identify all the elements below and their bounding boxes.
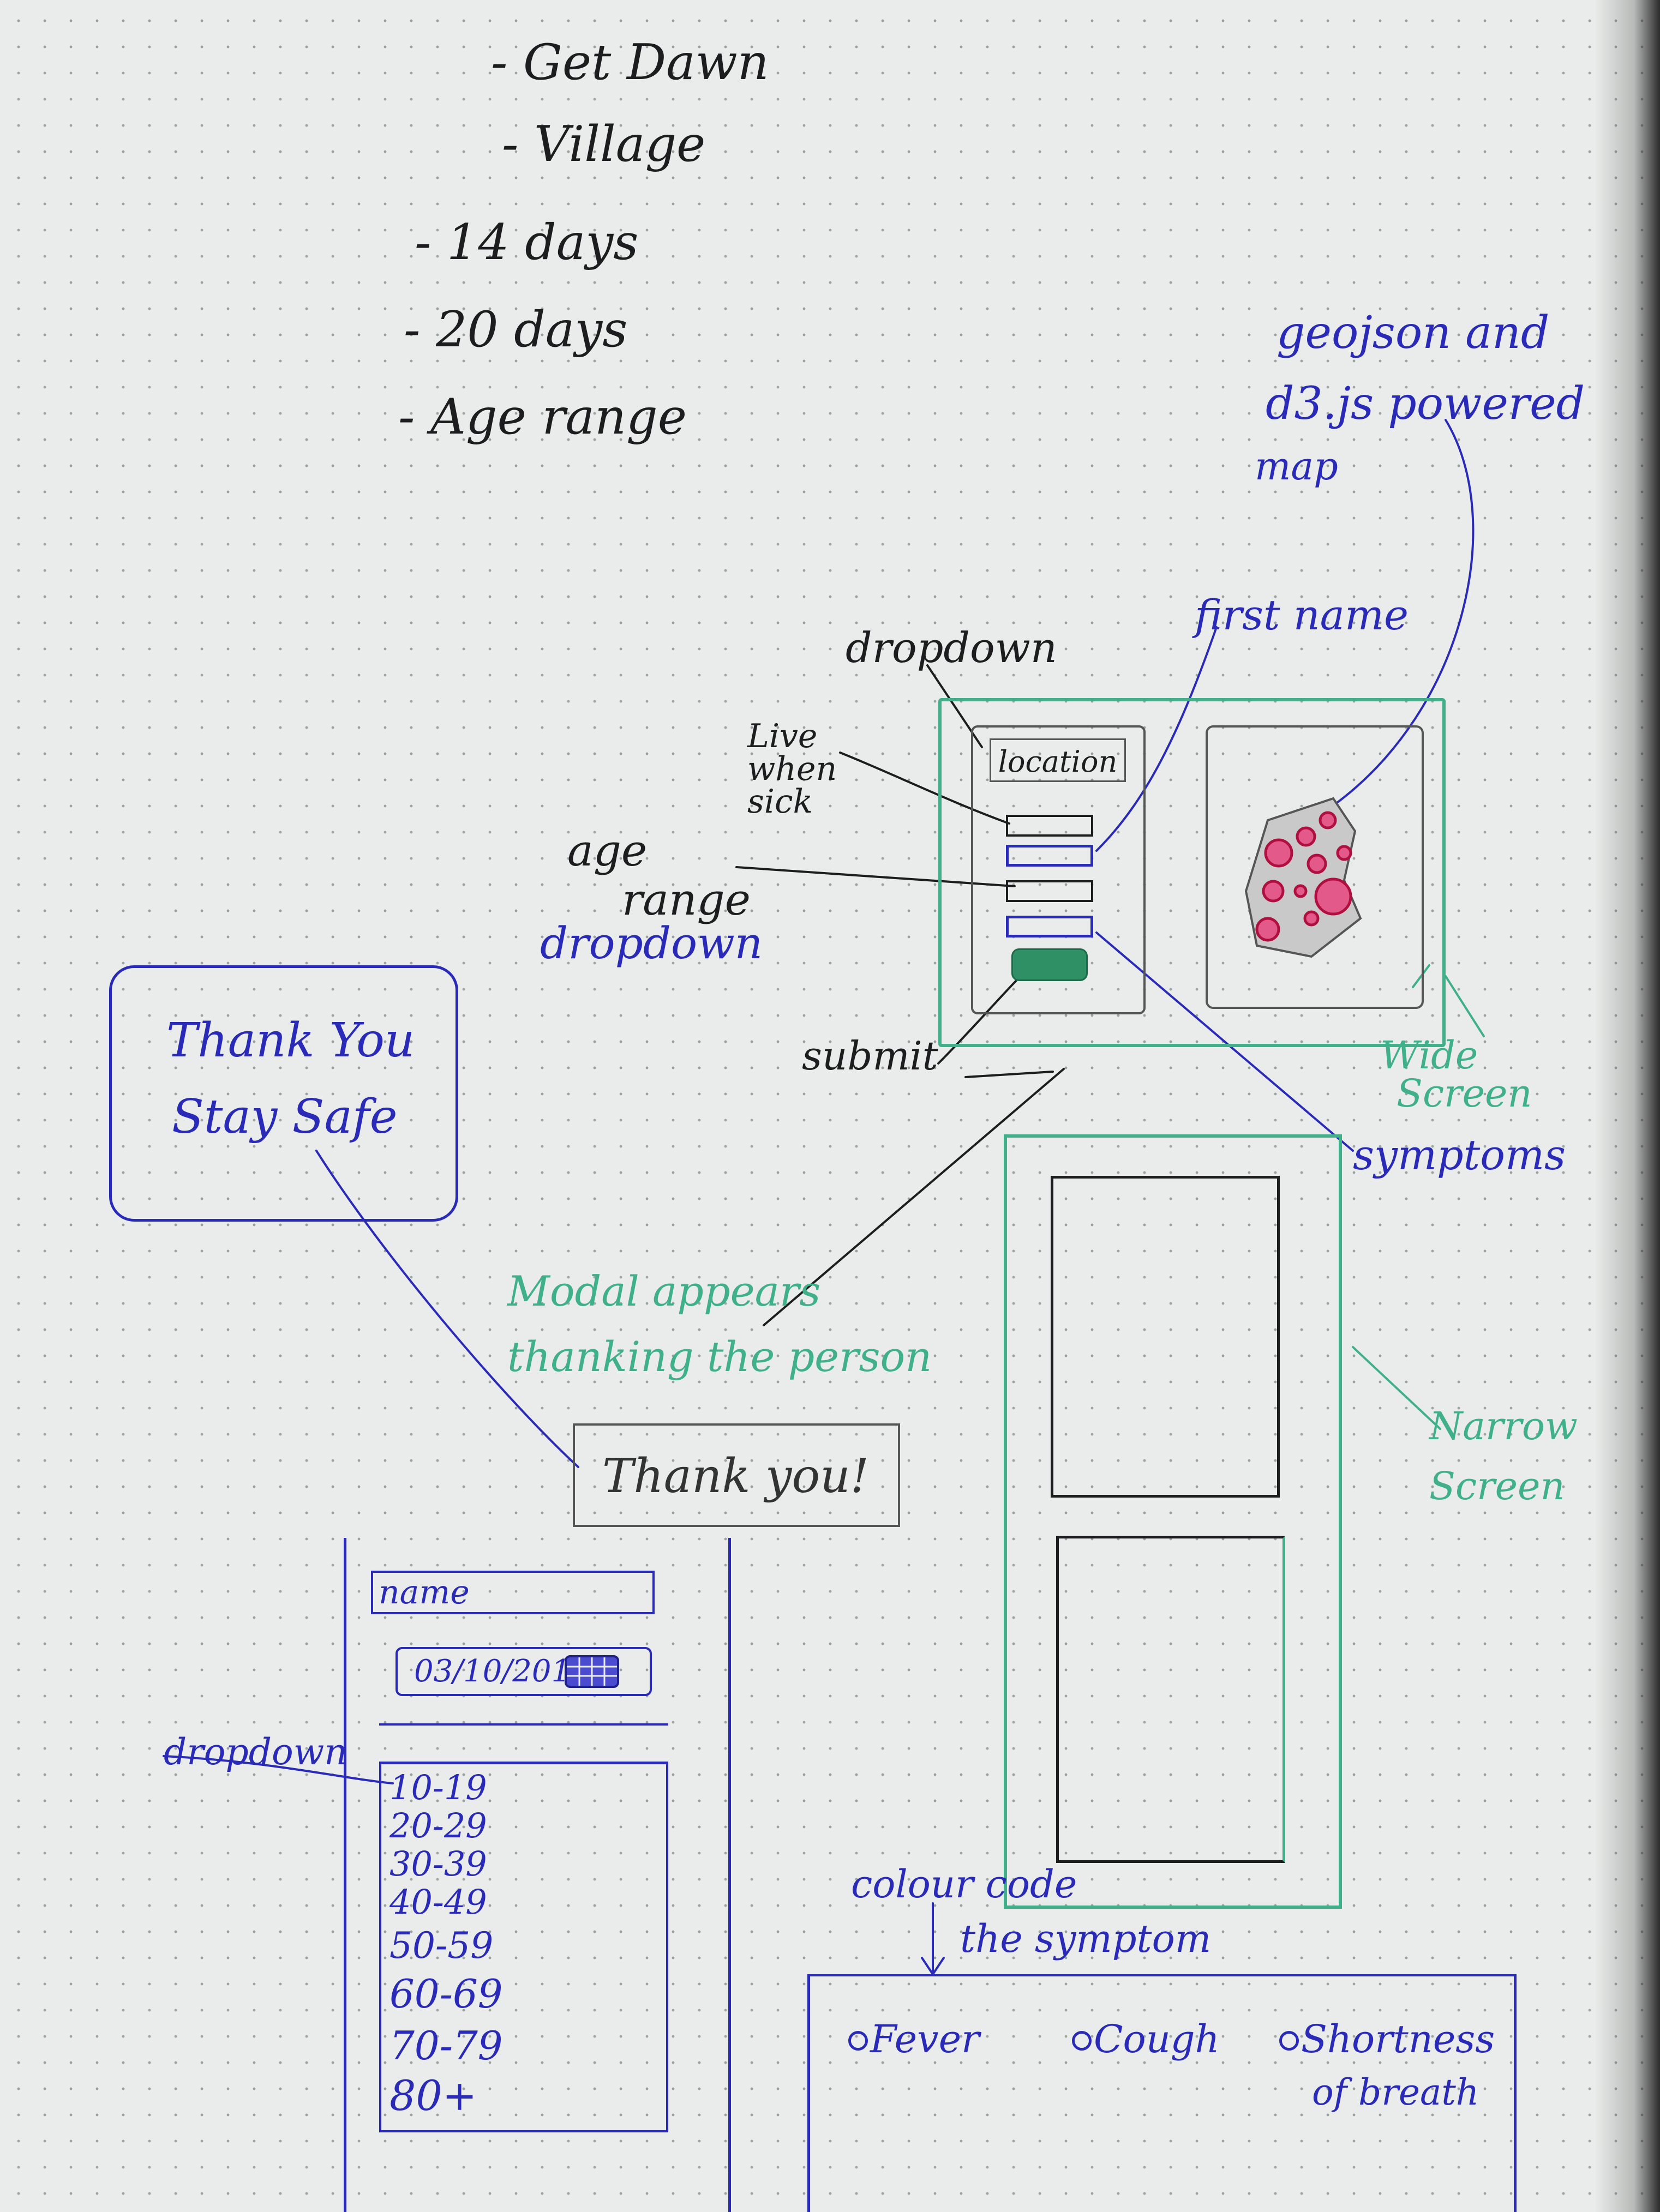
annotation-modal-2: thanking the person	[507, 1332, 932, 1381]
map-panel	[1206, 725, 1424, 1009]
list-item: - Village	[502, 116, 706, 173]
list-item: - Get Dawn	[491, 34, 769, 91]
age-range-dropdown[interactable]	[1006, 880, 1093, 902]
symptoms-field[interactable]	[1006, 916, 1093, 937]
thank-you-line: Thank You	[166, 1013, 415, 1068]
name-field[interactable]: name	[371, 1571, 655, 1614]
wide-form-panel: location	[971, 725, 1146, 1014]
annotation-dropdown: dropdown	[846, 623, 1057, 672]
narrow-map-panel	[1056, 1536, 1285, 1863]
age-option[interactable]: 80+	[389, 2071, 477, 2120]
annotation-dropdown-left: dropdown	[164, 1731, 347, 1773]
age-option[interactable]: 10-19	[389, 1768, 487, 1807]
thank-you-modal-label: Thank you!	[602, 1449, 870, 1504]
list-item: - 14 days	[415, 214, 639, 271]
annotation-first-name: first name	[1195, 591, 1409, 639]
annotation-wide-screen-1: Wide	[1380, 1033, 1478, 1078]
symptoms-checkbox-group: Fever Cough Shortness of breath	[807, 1974, 1517, 2212]
annotation-age-dropdown: dropdown	[540, 918, 763, 969]
annotation-colour-code-2: the symptom	[960, 1916, 1212, 1961]
narrow-screen-frame	[1004, 1134, 1342, 1909]
age-option[interactable]: 40-49	[389, 1882, 487, 1922]
page-edge-shadow	[1595, 0, 1660, 2212]
narrow-form-panel	[1051, 1176, 1280, 1498]
list-item: - Age range	[398, 388, 687, 446]
mobile-form-frame: name 03/10/2010 10-19 20-29 30-39 40-49 …	[344, 1538, 731, 2212]
calendar-grid	[567, 1657, 617, 1686]
live-when-sick-field[interactable]	[1006, 815, 1093, 837]
age-option[interactable]: 60-69	[389, 1971, 503, 2017]
annotation-modal-1: Modal appears	[507, 1267, 821, 1315]
annotation-narrow-screen-1: Narrow	[1429, 1404, 1578, 1448]
annotation-age: age	[567, 825, 648, 876]
shortness-of-breath-radio[interactable]	[1279, 2031, 1299, 2051]
age-option[interactable]: 50-59	[389, 1925, 494, 1967]
age-option[interactable]: 20-29	[389, 1806, 487, 1846]
submit-button[interactable]	[1011, 948, 1088, 981]
annotation-geojson-line1: geojson and	[1277, 307, 1550, 359]
annotation-live-when-sick-1: Live	[747, 717, 818, 755]
stay-safe-line: Stay Safe	[172, 1090, 398, 1144]
location-dropdown[interactable]: location	[990, 738, 1126, 782]
annotation-live-when-sick-3: sick	[747, 783, 813, 821]
annotation-geojson-line3: map	[1255, 444, 1338, 489]
annotation-symptoms: symptoms	[1353, 1131, 1566, 1179]
thank-you-modal: Thank you!	[573, 1423, 900, 1527]
age-range-options: 10-19 20-29 30-39 40-49 50-59 60-69 70-7…	[379, 1762, 668, 2132]
annotation-wide-screen-2: Screen	[1397, 1071, 1532, 1116]
age-range-select[interactable]	[379, 1723, 668, 1762]
thank-you-card: Thank You Stay Safe	[109, 965, 458, 1222]
date-field[interactable]: 03/10/2010	[395, 1647, 652, 1696]
annotation-live-when-sick-2: when	[747, 750, 837, 788]
cough-radio[interactable]	[1072, 2031, 1092, 2051]
cough-label: Cough	[1094, 2017, 1220, 2061]
of-breath-label: of breath	[1312, 2071, 1479, 2113]
annotation-range: range	[622, 874, 751, 925]
calendar-icon[interactable]	[565, 1655, 619, 1688]
age-option[interactable]: 70-79	[389, 2023, 503, 2069]
annotation-submit: submit	[802, 1033, 938, 1079]
annotation-colour-code-1: colour code	[851, 1862, 1077, 1907]
fever-radio[interactable]	[848, 2031, 868, 2051]
first-name-field[interactable]	[1006, 845, 1093, 867]
map-sketch	[1244, 797, 1362, 958]
fever-label: Fever	[870, 2017, 980, 2061]
annotation-geojson-line2: d3.js powered	[1266, 378, 1585, 430]
annotation-narrow-screen-2: Screen	[1429, 1464, 1565, 1508]
shortness-label: Shortness	[1301, 2017, 1495, 2061]
wide-screen-frame	[938, 698, 1446, 1047]
age-option[interactable]: 30-39	[389, 1844, 487, 1884]
list-item: - 20 days	[404, 301, 628, 358]
